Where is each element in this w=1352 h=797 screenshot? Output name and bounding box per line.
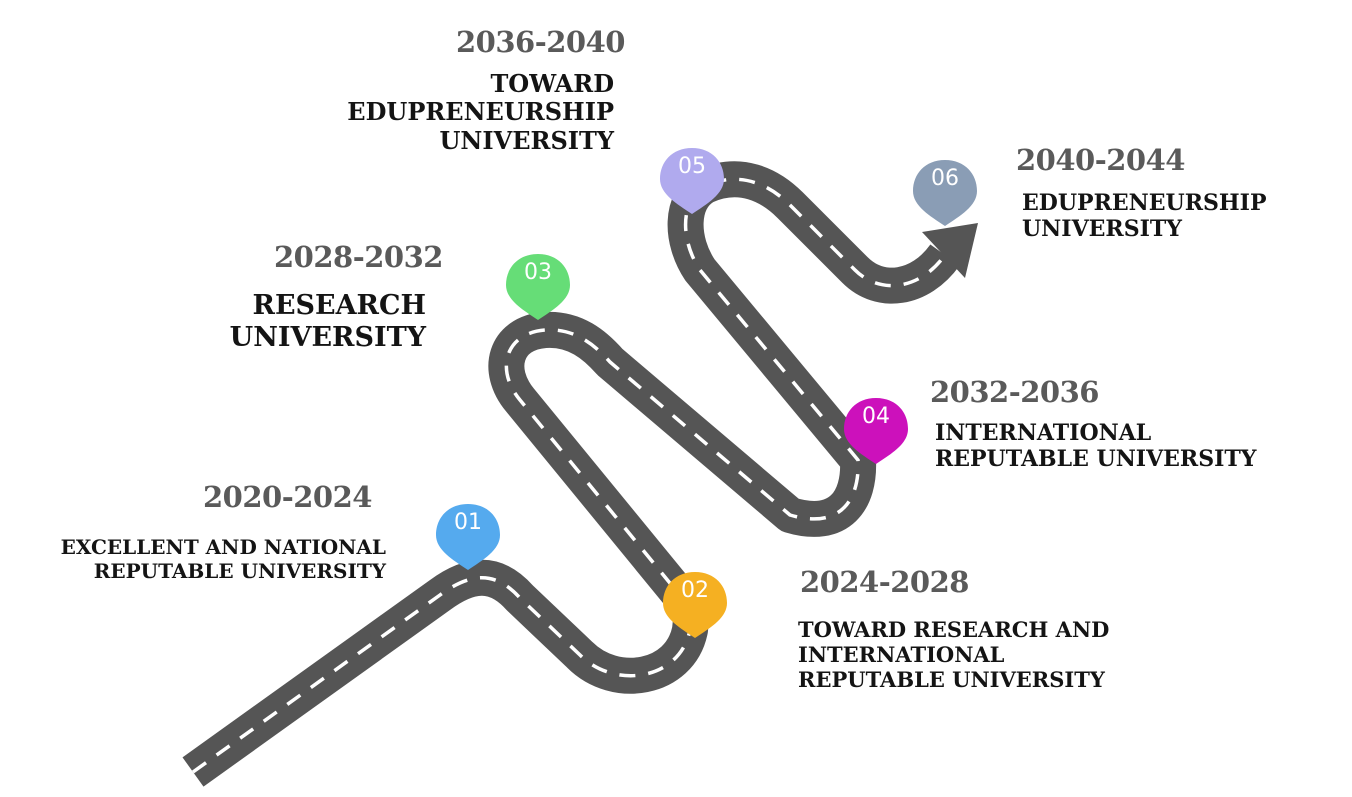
milestone-marker-01: 01: [433, 498, 503, 574]
milestone-03-title: RESEARCH UNIVERSITY: [229, 290, 426, 353]
pin-icon: [844, 398, 908, 464]
milestone-04-title: INTERNATIONAL REPUTABLE UNIVERSITY: [935, 420, 1257, 472]
period-2028-2032: 2028-2032: [274, 240, 443, 274]
pin-icon: [506, 254, 570, 320]
period-2024-2028: 2024-2028: [800, 565, 969, 599]
pin-icon: [913, 160, 977, 226]
milestone-marker-03: 03: [503, 248, 573, 324]
milestone-01-title: EXCELLENT AND NATIONAL REPUTABLE UNIVERS…: [60, 535, 386, 583]
period-2020-2024: 2020-2024: [203, 480, 372, 514]
pin-icon: [660, 148, 724, 214]
road-arrow-head: [922, 223, 978, 278]
milestone-marker-05: 05: [657, 142, 727, 218]
milestone-02-title: TOWARD RESEARCH AND INTERNATIONAL REPUTA…: [798, 617, 1110, 692]
period-2040-2044: 2040-2044: [1016, 143, 1185, 177]
milestone-marker-02: 02: [660, 566, 730, 642]
milestone-marker-04: 04: [841, 392, 911, 468]
road-lane-marking: [191, 177, 947, 774]
period-2036-2040: 2036-2040: [456, 25, 625, 59]
period-2032-2036: 2032-2036: [930, 375, 1099, 409]
milestone-marker-06: 06: [910, 154, 980, 230]
milestone-05-title: TOWARD EDUPRENEURSHIP UNIVERSITY: [347, 69, 614, 155]
milestone-06-title: EDUPRENEURSHIP UNIVERSITY: [1022, 190, 1267, 242]
pin-icon: [436, 504, 500, 570]
pin-icon: [663, 572, 727, 638]
